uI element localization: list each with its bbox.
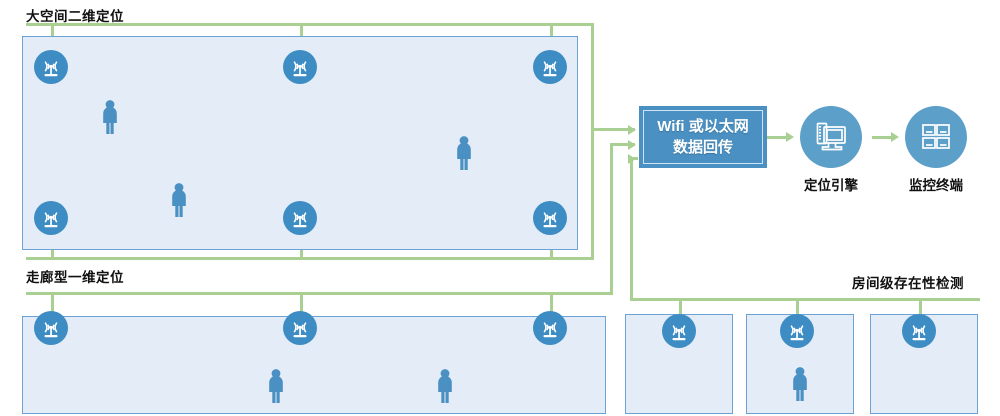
monitoring-terminal-icon <box>905 106 967 168</box>
hub-label-line2: 数据回传 <box>672 139 733 156</box>
person-icon <box>99 99 121 135</box>
node-monitoring-terminal[interactable]: 监控终端 <box>905 106 967 194</box>
wifi-access-point-icon[interactable] <box>283 311 317 345</box>
wire-room-riser <box>630 157 633 301</box>
wifi-access-point-icon[interactable] <box>902 314 936 348</box>
wifi-access-point-icon[interactable] <box>34 50 68 84</box>
hub-label-line1: Wifi 或以太网 <box>657 118 749 135</box>
wire-feed-large-space <box>591 128 635 131</box>
wire-drop-corridor-ap1 <box>51 292 54 318</box>
person-icon <box>789 366 811 402</box>
wire-engine-to-terminal <box>872 136 894 139</box>
arrow-right-icon-feed1 <box>628 125 636 135</box>
person-icon <box>265 368 287 404</box>
wire-hub-to-engine <box>767 136 789 139</box>
arrow-right-icon-engine <box>786 132 794 142</box>
wifi-access-point-icon[interactable] <box>283 50 317 84</box>
wire-drop-corridor-ap3 <box>550 292 553 318</box>
wifi-access-point-icon[interactable] <box>34 201 68 235</box>
arrow-right-icon-terminal <box>891 132 899 142</box>
section-title-corridor: 走廊型一维定位 <box>26 270 124 285</box>
wire-drop-room-ap3 <box>919 298 922 318</box>
person-icon <box>453 135 475 171</box>
wifi-ethernet-backhaul-box[interactable]: Wifi 或以太网 数据回传 <box>639 106 767 168</box>
person-icon <box>168 182 190 218</box>
wire-feed-corridor <box>610 143 635 146</box>
person-icon <box>434 368 456 404</box>
arrow-right-icon-feed3 <box>628 154 636 164</box>
node-label-positioning-engine: 定位引擎 <box>804 178 858 193</box>
wifi-access-point-icon[interactable] <box>662 314 696 348</box>
wire-corridor-bus <box>26 292 613 295</box>
node-positioning-engine[interactable]: 定位引擎 <box>800 106 862 194</box>
zone-room-2 <box>746 314 854 414</box>
wifi-access-point-icon[interactable] <box>533 201 567 235</box>
wire-large-space-bus-top <box>26 23 594 26</box>
wire-drop-room-ap2 <box>796 298 799 318</box>
node-label-monitoring-terminal: 监控终端 <box>909 178 963 193</box>
wire-drop-room-ap1 <box>679 298 682 318</box>
wire-drop-corridor-ap2 <box>300 292 303 318</box>
positioning-engine-icon <box>800 106 862 168</box>
wifi-access-point-icon[interactable] <box>34 311 68 345</box>
wifi-access-point-icon[interactable] <box>283 201 317 235</box>
section-title-room-level: 房间级存在性检测 <box>852 276 964 291</box>
wire-corridor-riser <box>610 143 613 295</box>
arrow-right-icon-feed2 <box>628 140 636 150</box>
section-title-large-space: 大空间二维定位 <box>26 9 124 24</box>
wire-large-space-riser <box>591 23 594 260</box>
wifi-access-point-icon[interactable] <box>780 314 814 348</box>
wifi-access-point-icon[interactable] <box>533 50 567 84</box>
wire-large-space-bus-bottom <box>26 257 594 260</box>
wifi-access-point-icon[interactable] <box>533 311 567 345</box>
wire-room-bus <box>630 298 980 301</box>
